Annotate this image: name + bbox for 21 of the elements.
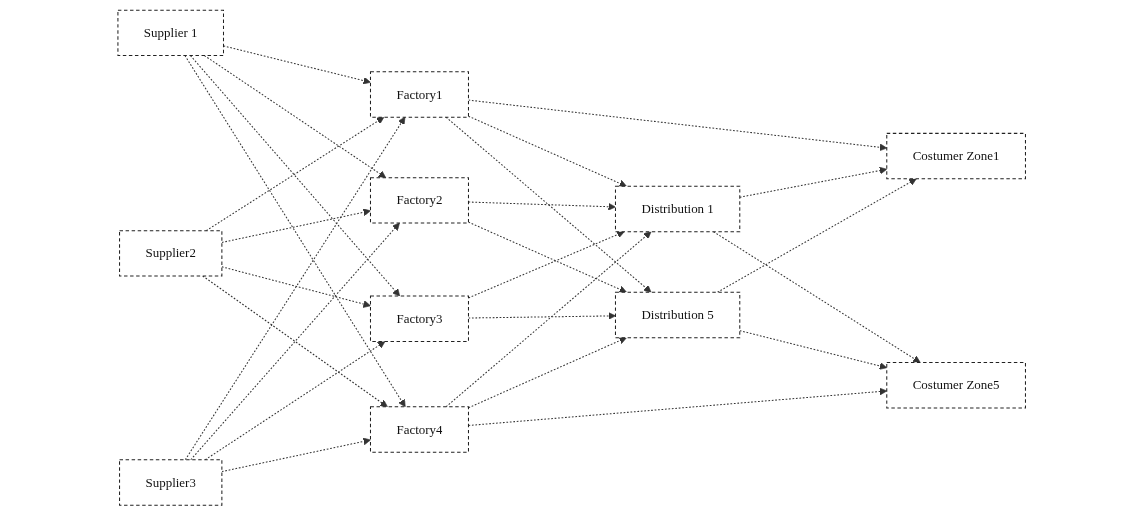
node-box: Factory3 [369, 295, 469, 342]
arrow [467, 221, 627, 293]
arrow [184, 55, 406, 408]
arrow [467, 336, 627, 409]
arrow [202, 275, 388, 408]
arrow [445, 116, 652, 293]
arrow [189, 55, 400, 297]
node-box: Costumer Zone5 [886, 362, 1026, 409]
node-box: Costumer Zone1 [886, 132, 1026, 180]
node-box: Supplier3 [118, 459, 223, 506]
node-box: Supplier2 [118, 230, 223, 277]
arrow [190, 222, 400, 461]
node-box: Factory1 [369, 71, 469, 118]
node-box: Supplier 1 [117, 9, 224, 57]
arrow [467, 115, 627, 188]
node-box: Distribution 5 [614, 291, 741, 339]
arrow [445, 231, 652, 408]
node-box: Factory2 [369, 177, 469, 224]
node-box: Factory4 [369, 406, 469, 453]
node-box: Distribution 1 [614, 185, 741, 233]
arrow [184, 116, 406, 461]
